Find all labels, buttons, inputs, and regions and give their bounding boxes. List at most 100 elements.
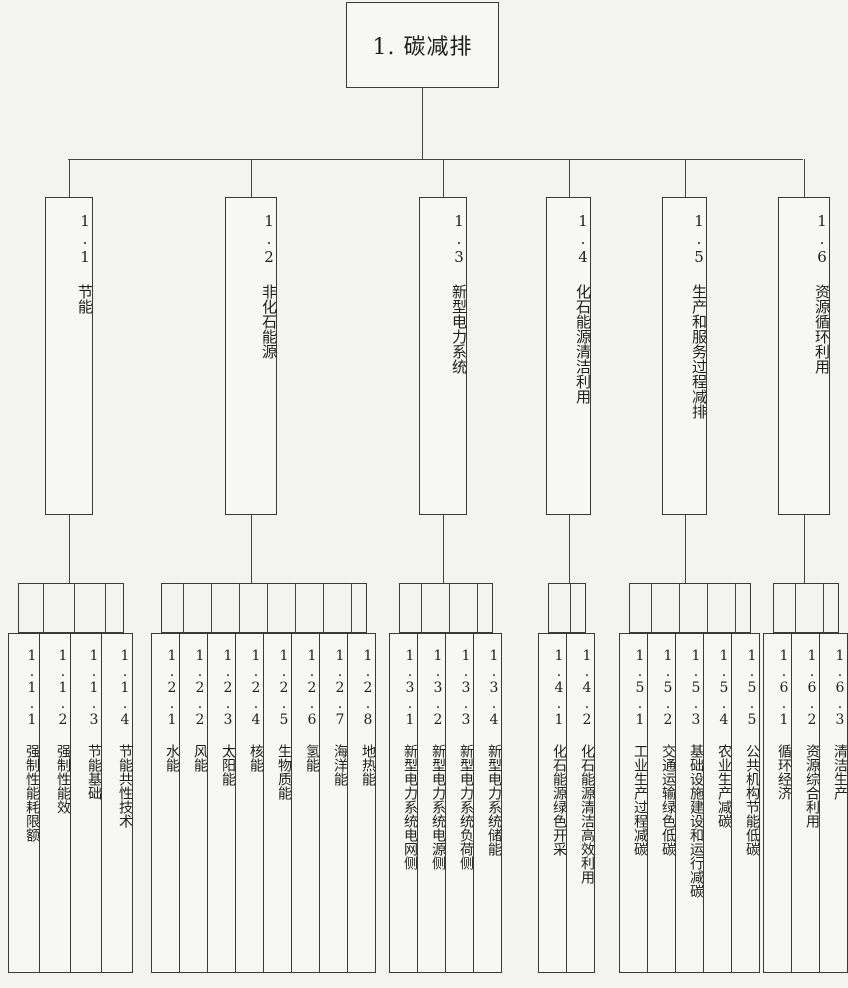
root-connector [422, 88, 424, 160]
category-1-stem [69, 515, 71, 583]
leaf-5-5: 1.5.5 公共机构节能低碳 [731, 633, 760, 973]
leaf-2-1-label: 1.2.1 水能 [164, 648, 180, 772]
category-box-2: 1.2 非化石能源 [225, 197, 278, 515]
category-box-3-label: 1.3 新型电力系统 [450, 212, 468, 374]
category-box-4-label: 1.4 化石能源清洁利用 [574, 212, 592, 404]
category-2-drop [251, 159, 253, 198]
leaf-1-4: 1.1.4 节能共性技术 [101, 633, 133, 973]
category-5-drop [684, 159, 686, 198]
category-box-5: 1.5 生产和服务过程减排 [662, 197, 708, 515]
leaf-2-5-label: 1.2.5 生物质能 [276, 648, 292, 800]
category-2-bracket-divider [183, 583, 185, 633]
category-2-bracket-divider [267, 583, 269, 633]
leaf-3-2: 1.3.2 新型电力系统电源侧 [417, 633, 446, 973]
category-1-drop [69, 159, 71, 198]
category-6-drop [804, 159, 806, 198]
leaf-5-1: 1.5.1 工业生产过程减碳 [619, 633, 648, 973]
leaf-2-8: 1.2.8 地热能 [347, 633, 376, 973]
leaf-5-2-label: 1.5.2 交通运输绿色低碳 [660, 648, 676, 856]
category-3-bracket-divider [477, 583, 479, 633]
leaf-6-2: 1.6.2 资源综合利用 [791, 633, 820, 973]
category-3-bracket-divider [421, 583, 423, 633]
leaf-2-2-label: 1.2.2 风能 [192, 648, 208, 772]
leaf-1-1: 1.1.1 强制性能耗限额 [8, 633, 40, 973]
category-6-bracket-divider [795, 583, 797, 633]
category-2-bracket-divider [211, 583, 213, 633]
category-2-child-bracket [161, 583, 367, 633]
leaf-3-2-label: 1.3.2 新型电力系统电源侧 [430, 648, 446, 870]
category-box-3: 1.3 新型电力系统 [419, 197, 468, 515]
leaf-5-4: 1.5.4 农业生产减碳 [703, 633, 732, 973]
leaf-2-5: 1.2.5 生物质能 [263, 633, 292, 973]
category-4-stem [568, 515, 570, 583]
category-3-stem [443, 515, 445, 583]
leaf-3-3: 1.3.3 新型电力系统负荷侧 [445, 633, 474, 973]
category-box-5-label: 1.5 生产和服务过程减排 [690, 212, 708, 419]
leaf-3-3-label: 1.3.3 新型电力系统负荷侧 [458, 648, 474, 870]
leaf-6-1-label: 1.6.1 循环经济 [776, 648, 792, 800]
category-2-bracket-divider [295, 583, 297, 633]
leaf-2-7-label: 1.2.7 海洋能 [332, 648, 348, 786]
category-2-bracket-divider [351, 583, 353, 633]
category-4-drop [568, 159, 570, 198]
category-bus [68, 159, 803, 161]
category-2-stem [251, 515, 253, 583]
category-2-bracket-divider [239, 583, 241, 633]
leaf-5-4-label: 1.5.4 农业生产减碳 [716, 648, 732, 828]
leaf-2-3: 1.2.3 太阳能 [207, 633, 236, 973]
leaf-2-4: 1.2.4 核能 [235, 633, 264, 973]
category-5-child-bracket [629, 583, 751, 633]
leaf-2-8-label: 1.2.8 地热能 [360, 648, 376, 786]
leaf-2-3-label: 1.2.3 太阳能 [220, 648, 236, 786]
category-1-child-bracket [18, 583, 124, 633]
leaf-2-7: 1.2.7 海洋能 [319, 633, 348, 973]
category-box-6: 1.6 资源循环利用 [778, 197, 831, 515]
category-3-bracket-divider [449, 583, 451, 633]
leaf-2-4-label: 1.2.4 核能 [248, 648, 264, 772]
category-3-drop [443, 159, 445, 198]
leaf-2-6: 1.2.6 氢能 [291, 633, 320, 973]
root-node: 1. 碳减排 [346, 2, 499, 88]
leaf-2-1: 1.2.1 水能 [151, 633, 180, 973]
leaf-6-3: 1.6.3 清洁生产 [819, 633, 848, 973]
leaf-1-2: 1.1.2 强制性能效 [39, 633, 71, 973]
category-2-bracket-divider [323, 583, 325, 633]
root-node-label: 1. 碳减排 [372, 35, 473, 60]
leaf-5-3: 1.5.3 基础设施建设和运行减碳 [675, 633, 704, 973]
leaf-6-3-label: 1.6.3 清洁生产 [832, 648, 848, 800]
category-1-bracket-divider [74, 583, 76, 633]
leaf-2-2: 1.2.2 风能 [179, 633, 208, 973]
category-1-bracket-divider [105, 583, 107, 633]
leaf-3-4: 1.3.4 新型电力系统储能 [473, 633, 502, 973]
category-4-child-bracket [548, 583, 586, 633]
leaf-5-3-label: 1.5.3 基础设施建设和运行减碳 [688, 648, 704, 898]
leaf-4-1: 1.4.1 化石能源绿色开采 [538, 633, 567, 973]
leaf-4-2: 1.4.2 化石能源清洁高效利用 [566, 633, 595, 973]
category-box-2-label: 1.2 非化石能源 [260, 212, 278, 359]
leaf-1-4-label: 1.1.4 节能共性技术 [117, 648, 133, 828]
leaf-5-1-label: 1.5.1 工业生产过程减碳 [632, 648, 648, 856]
leaf-6-1: 1.6.1 循环经济 [763, 633, 792, 973]
leaf-3-1-label: 1.3.1 新型电力系统电网侧 [402, 648, 418, 870]
leaf-4-2-label: 1.4.2 化石能源清洁高效利用 [579, 648, 595, 884]
leaf-1-3-label: 1.1.3 节能基础 [86, 648, 102, 800]
leaf-4-1-label: 1.4.1 化石能源绿色开采 [551, 648, 567, 856]
category-3-child-bracket [399, 583, 493, 633]
leaf-1-3: 1.1.3 节能基础 [70, 633, 102, 973]
category-box-6-label: 1.6 资源循环利用 [813, 212, 831, 374]
category-box-4: 1.4 化石能源清洁利用 [546, 197, 592, 515]
category-4-bracket-divider [570, 583, 572, 633]
leaf-5-5-label: 1.5.5 公共机构节能低碳 [744, 648, 760, 856]
category-5-bracket-divider [651, 583, 653, 633]
category-box-1-label: 1.1 节能 [76, 212, 94, 314]
category-5-bracket-divider [679, 583, 681, 633]
category-6-stem [804, 515, 806, 583]
category-6-bracket-divider [823, 583, 825, 633]
leaf-1-2-label: 1.1.2 强制性能效 [55, 648, 71, 814]
category-5-stem [684, 515, 686, 583]
leaf-6-2-label: 1.6.2 资源综合利用 [804, 648, 820, 828]
category-box-1: 1.1 节能 [45, 197, 94, 515]
category-6-child-bracket [773, 583, 839, 633]
leaf-3-1: 1.3.1 新型电力系统电网侧 [389, 633, 418, 973]
leaf-3-4-label: 1.3.4 新型电力系统储能 [486, 648, 502, 856]
